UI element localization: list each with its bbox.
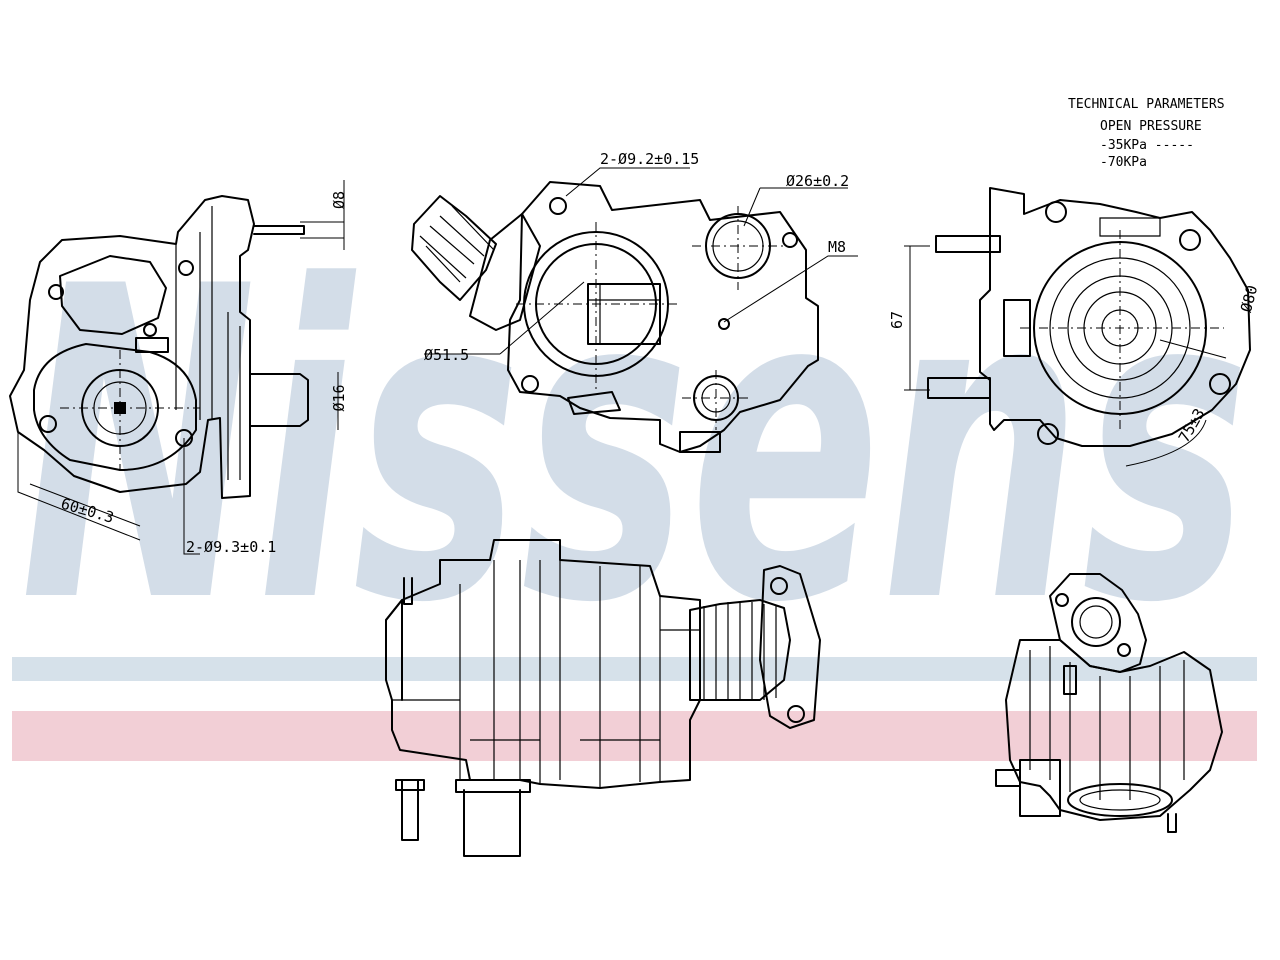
dim-d16: Ø16 (330, 384, 348, 411)
tech-params-subtitle: OPEN PRESSURE (1100, 119, 1202, 134)
dim-m8: M8 (828, 238, 846, 256)
dim-d51: Ø51.5 (424, 346, 469, 364)
tech-params-title: TECHNICAL PARAMETERS (1068, 97, 1225, 112)
watermark-logo-text: Nissens (20, 197, 1250, 697)
dim-front-holes: 2-Ø9.2±0.15 (600, 150, 699, 168)
front-view: 2-Ø9.2±0.15 Ø26±0.2 M8 Ø51.5 (411, 150, 858, 453)
technical-parameters: TECHNICAL PARAMETERS OPEN PRESSURE -35KP… (1068, 97, 1225, 170)
tech-params-line-2: -70KPa (1100, 155, 1147, 170)
tech-params-line-1: -35KPa ----- (1100, 138, 1194, 153)
dim-side-holes: 2-Ø9.3±0.1 (186, 538, 276, 556)
dim-67: 67 (888, 311, 906, 329)
iso-view (995, 573, 1223, 833)
dim-d8: Ø8 (330, 191, 348, 209)
dim-d26: Ø26±0.2 (786, 172, 849, 190)
bottom-view (385, 539, 821, 857)
